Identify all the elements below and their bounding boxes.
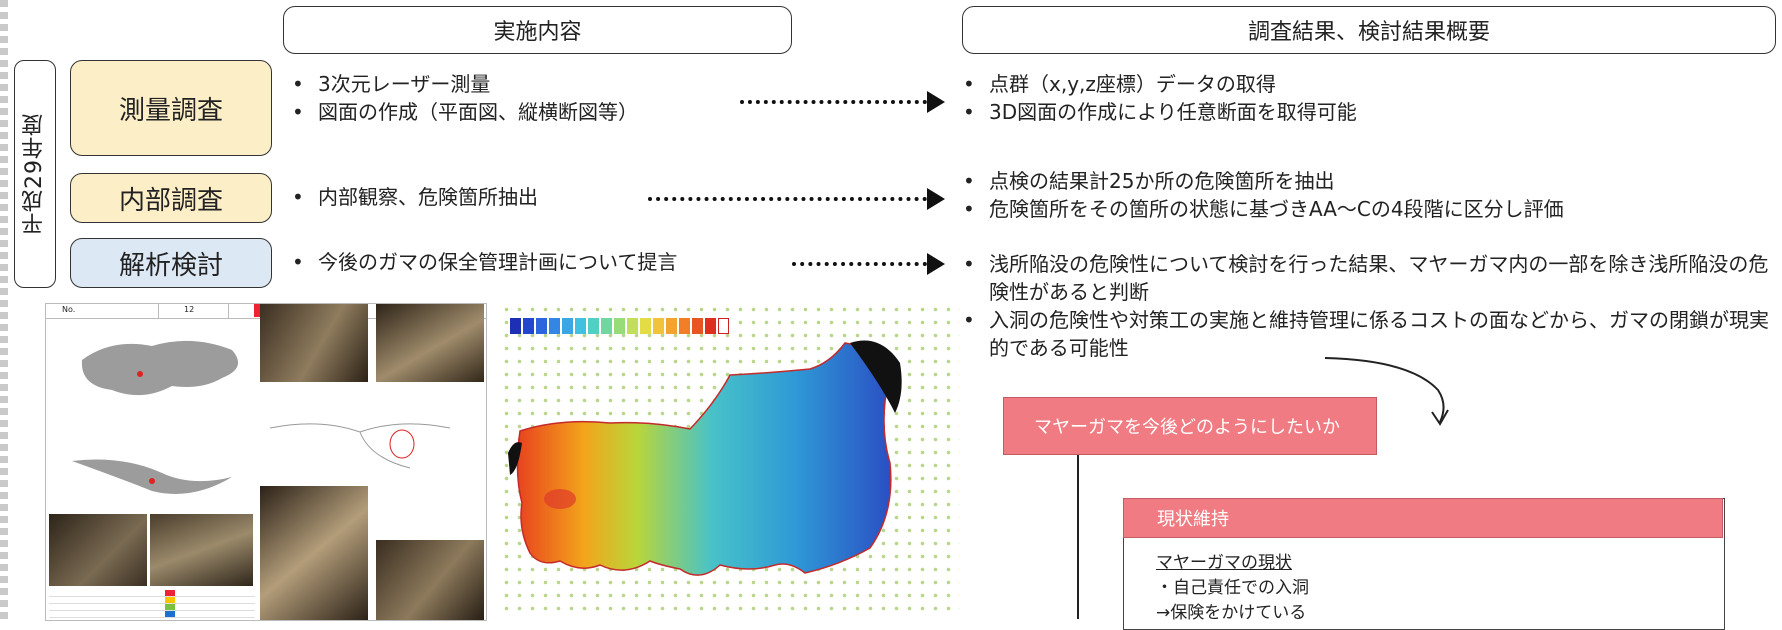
category-analysis-label: 解析検討 — [118, 250, 223, 281]
status-quo-line: ・自己責任での入洞 — [1156, 578, 1309, 598]
photo — [260, 304, 368, 382]
cave-plan-map — [81, 340, 239, 396]
left-edge-dashes — [0, 0, 8, 619]
result-internal-list: 点検の結果計25か所の危険箇所を抽出 危険箇所をその箇所の状態に基づきAA〜Cの… — [963, 167, 1564, 223]
photo — [376, 304, 484, 382]
arrow-analysis — [792, 253, 945, 275]
header-results-label: 調査結果、検討結果概要 — [1247, 20, 1490, 45]
list-item: 浅所陥没の危険性について検討を行った結果、マヤーガマ内の一部を除き浅所陥没の危険… — [963, 250, 1778, 306]
status-quo-content: マヤーガマの現状 ・自己責任での入洞 →保険をかけている — [1156, 551, 1309, 626]
photo — [150, 514, 253, 586]
photo — [376, 540, 484, 620]
work-survey-list: 3次元レーザー測量 図面の作成（平面図、縦横断図等） — [292, 70, 638, 126]
status-quo-title: 現状維持 — [1157, 509, 1229, 530]
status-quo-line: →保険をかけている — [1156, 603, 1307, 623]
year-label: 平成29年度 — [22, 113, 47, 235]
list-item: 今後のガマの保全管理計画について提言 — [292, 248, 677, 276]
question-label: マヤーガマを今後どのようにしたいか — [1034, 417, 1340, 438]
photo — [260, 486, 368, 620]
category-survey-label: 測量調査 — [118, 95, 223, 126]
list-item: 3D図面の作成により任意断面を取得可能 — [963, 98, 1357, 126]
header-results: 調査結果、検討結果概要 — [962, 6, 1776, 54]
status-quo-header: 現状維持 — [1123, 498, 1723, 538]
contour-legend — [510, 318, 729, 334]
list-item: 点検の結果計25か所の危険箇所を抽出 — [963, 167, 1564, 195]
arrow-internal — [648, 188, 945, 210]
list-item: 3次元レーザー測量 — [292, 70, 638, 98]
category-internal: 内部調査 — [70, 173, 272, 223]
status-quo-box: 現状維持 マヤーガマの現状 ・自己責任での入洞 →保険をかけている — [1123, 498, 1725, 630]
sheet-no-label: No. — [62, 305, 76, 314]
question-box: マヤーガマを今後どのようにしたいか — [1003, 397, 1377, 455]
work-analysis-list: 今後のガマの保全管理計画について提言 — [292, 248, 677, 276]
list-item: 点群（x,y,z座標）データの取得 — [963, 70, 1357, 98]
flow-connector — [1077, 455, 1079, 619]
result-survey-list: 点群（x,y,z座標）データの取得 3D図面の作成により任意断面を取得可能 — [963, 70, 1357, 126]
header-implementation: 実施内容 — [283, 6, 792, 54]
curved-arrow-icon — [1324, 357, 1449, 426]
list-item: 図面の作成（平面図、縦横断図等） — [292, 98, 638, 126]
cave-location-map — [72, 459, 232, 494]
contour-map-image — [500, 303, 960, 619]
arrow-survey — [740, 91, 945, 113]
cave-route-map — [269, 423, 451, 469]
header-implementation-label: 実施内容 — [493, 20, 582, 45]
category-internal-label: 内部調査 — [118, 185, 223, 216]
year-label-box: 平成29年度 — [14, 60, 56, 288]
list-item: 内部観察、危険箇所抽出 — [292, 183, 538, 211]
inspection-sheet-image: No. 12 — [45, 303, 487, 621]
status-quo-heading: マヤーガマの現状 — [1156, 553, 1292, 573]
category-survey: 測量調査 — [70, 60, 272, 156]
result-analysis-list: 浅所陥没の危険性について検討を行った結果、マヤーガマ内の一部を除き浅所陥没の危険… — [963, 250, 1778, 362]
work-internal-list: 内部観察、危険箇所抽出 — [292, 183, 538, 211]
photo — [49, 514, 147, 586]
sheet-no-value: 12 — [184, 305, 195, 314]
list-item: 入洞の危険性や対策工の実施と維持管理に係るコストの面などから、ガマの閉鎖が現実的… — [963, 306, 1778, 362]
list-item: 危険箇所をその箇所の状態に基づきAA〜Cの4段階に区分し評価 — [963, 195, 1564, 223]
category-analysis: 解析検討 — [70, 238, 272, 288]
